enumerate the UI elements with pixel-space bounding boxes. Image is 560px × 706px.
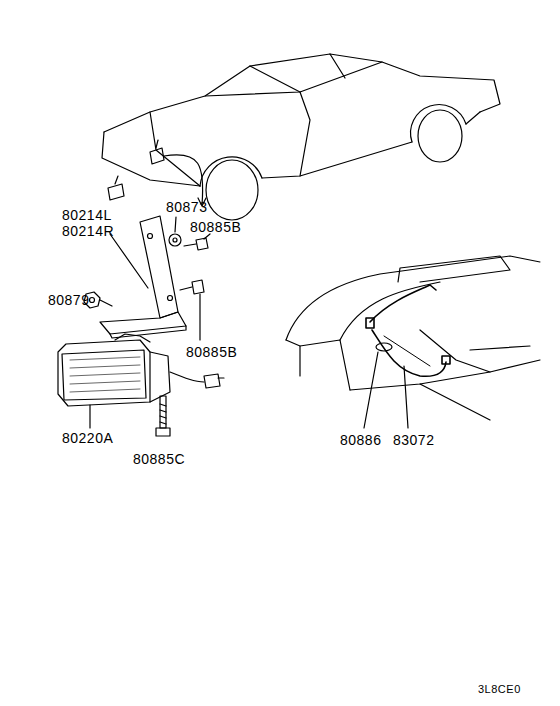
dashboard [286,256,540,420]
car-fog-lamp [108,140,206,206]
part-number: 80885B [190,219,241,235]
part-number: 80214L [62,207,112,223]
part-number: 83072 [393,432,434,448]
part-number: 80873 [166,199,207,215]
part-number: 80214R [62,223,114,239]
fog-lamp-lens-lines [70,357,140,392]
car-outline [102,54,500,220]
part-number: 80886 [340,432,381,448]
part-number: 80879 [48,292,89,308]
wiring-harness-83072 [366,285,450,376]
part-number: 80885C [133,451,185,467]
washer-80873 [169,217,181,246]
figure-code: 3L8CE0 [478,683,521,696]
grommet-80886 [364,343,408,428]
part-number: 80220A [62,430,113,446]
bolt-80885B [180,234,210,340]
part-number: 80885B [186,344,237,360]
bolt-80885C [156,396,170,436]
